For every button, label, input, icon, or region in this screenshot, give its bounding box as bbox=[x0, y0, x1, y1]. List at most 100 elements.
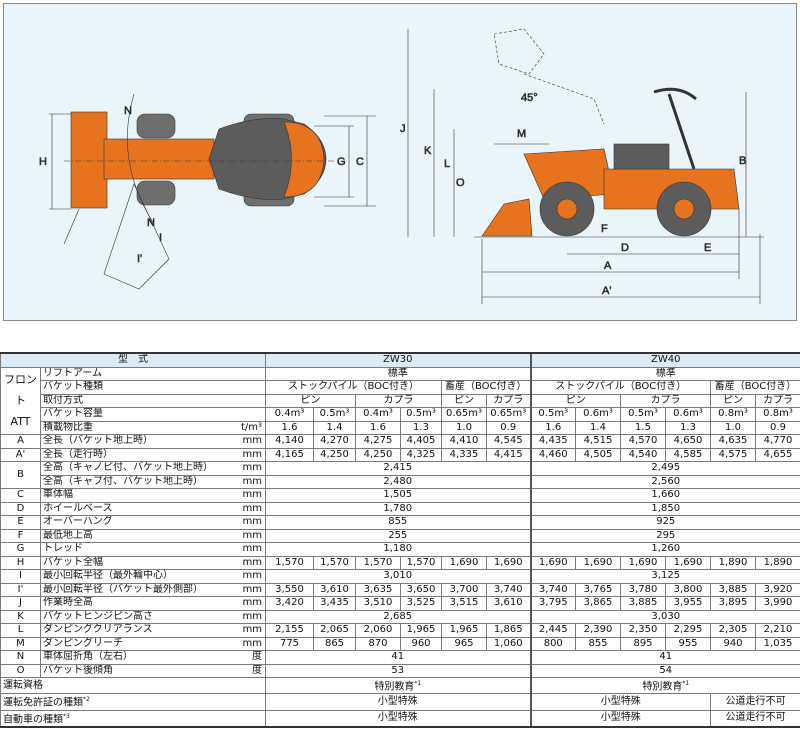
label-I: I bbox=[159, 232, 162, 244]
value-cell: カプラ bbox=[486, 393, 531, 408]
value-text: ピン bbox=[723, 394, 743, 406]
value-text: 4,325 bbox=[406, 448, 436, 460]
row-label-text: バケットヒンジピン高さ bbox=[43, 610, 153, 622]
value-cell: 4,585 bbox=[665, 447, 711, 462]
value-text: 940 bbox=[723, 637, 743, 649]
seat-area bbox=[613, 143, 670, 170]
value-text: 865 bbox=[324, 637, 345, 649]
row-label-text: トレッド bbox=[43, 543, 83, 555]
value-cell: 0.5m³ bbox=[400, 407, 442, 422]
row-label-text: リフトアーム bbox=[43, 367, 103, 379]
row-label: バケット後傾角度 bbox=[40, 663, 266, 678]
value-text: 4,250 bbox=[363, 448, 393, 460]
value-cell: 1,890 bbox=[755, 555, 800, 570]
value-text: 960 bbox=[411, 637, 431, 649]
value-text: カプラ bbox=[493, 394, 524, 406]
value-text: 小型特殊 bbox=[377, 695, 418, 707]
unit-text: mm bbox=[242, 516, 262, 527]
value-text: 特別教育 bbox=[642, 681, 683, 693]
value-text: 3,895 bbox=[718, 597, 748, 609]
row-label: バケット容量 bbox=[40, 407, 266, 422]
value-cell: 1,850 bbox=[529, 501, 800, 516]
value-cell: ピン bbox=[441, 393, 487, 408]
row-label-text: 作業時全高 bbox=[43, 597, 93, 609]
value-cell: 3,420 bbox=[265, 596, 314, 611]
value-text: 4,270 bbox=[320, 435, 349, 447]
unit-text: 度 bbox=[252, 664, 262, 676]
value-cell: 3,740 bbox=[529, 582, 576, 597]
row-label: 最小回転半径（バケット最外側部）mm bbox=[40, 582, 266, 597]
value-cell: 4,140 bbox=[265, 434, 314, 449]
value-cell: 925 bbox=[529, 515, 800, 530]
dimension-letter: A' bbox=[0, 447, 41, 462]
value-text: 標準 bbox=[387, 367, 408, 379]
value-text: 2,305 bbox=[718, 624, 748, 636]
label-M: M bbox=[517, 128, 526, 140]
label-G: G bbox=[337, 156, 346, 168]
value-text: 2,210 bbox=[763, 624, 793, 636]
value-text: 2,155 bbox=[275, 624, 304, 636]
value-cell: 4,570 bbox=[620, 434, 666, 449]
value-text: 4,545 bbox=[493, 435, 523, 447]
value-text: 1,690 bbox=[673, 556, 703, 568]
value-cell: 855 bbox=[575, 636, 621, 651]
row-label-text: 積載物比重 bbox=[43, 421, 93, 433]
value-cell: 4,250 bbox=[313, 447, 356, 462]
value-cell: 3,885 bbox=[710, 582, 756, 597]
value-text: 3,550 bbox=[275, 583, 304, 595]
value-cell: 2,390 bbox=[575, 623, 621, 638]
value-text: 855 bbox=[588, 637, 608, 649]
dimension-letter: E bbox=[0, 515, 41, 530]
value-text: 1,660 bbox=[651, 489, 681, 501]
value-cell: 3,510 bbox=[355, 596, 401, 611]
dimension-letter: A bbox=[0, 434, 41, 449]
value-cell: 4,435 bbox=[529, 434, 576, 449]
dimension-letter: F bbox=[0, 528, 41, 543]
value-text: 畜産（BOC付き） bbox=[444, 381, 527, 393]
value-text: 1,850 bbox=[651, 502, 681, 514]
dimension-letter: J bbox=[0, 596, 41, 611]
value-text: 3,125 bbox=[651, 570, 681, 582]
row-label: バケット種類 bbox=[40, 380, 266, 395]
row-label-text: ホイールベース bbox=[43, 502, 113, 514]
value-text: 2,350 bbox=[628, 624, 658, 636]
value-text: 3,010 bbox=[383, 570, 413, 582]
value-cell: 1.3 bbox=[665, 420, 711, 435]
footnote-mark: *2 bbox=[83, 696, 90, 704]
unit-text: 度 bbox=[252, 651, 262, 662]
value-text: 4,165 bbox=[275, 448, 304, 460]
value-text: 2,560 bbox=[651, 475, 681, 487]
value-cell: 3,955 bbox=[665, 596, 711, 611]
value-cell: ピン bbox=[529, 393, 621, 408]
side-view-loader: J K L M O 45° B F D E A A' bbox=[400, 28, 764, 304]
value-cell: 1.4 bbox=[575, 420, 621, 435]
value-cell: 1,660 bbox=[529, 488, 800, 503]
row-label-text: 車体屈折角（左右） bbox=[43, 651, 133, 663]
unit-text: mm bbox=[242, 448, 262, 460]
value-cell: 3,125 bbox=[529, 569, 800, 584]
value-text: 4,275 bbox=[363, 435, 393, 447]
value-text: 3,700 bbox=[449, 583, 479, 595]
value-cell: 2,210 bbox=[755, 623, 800, 638]
value-cell: 1,570 bbox=[265, 555, 314, 570]
value-text: 895 bbox=[633, 637, 653, 649]
value-cell: 0.9 bbox=[486, 420, 531, 435]
value-cell: 1,690 bbox=[620, 555, 666, 570]
value-text: ピン bbox=[565, 394, 586, 406]
value-text: 3,435 bbox=[320, 597, 349, 609]
value-text: 775 bbox=[279, 637, 300, 649]
value-text: 1,965 bbox=[449, 624, 479, 636]
label-L: L bbox=[444, 158, 450, 170]
row-label-text: 最小回転半径（バケット最外側部） bbox=[43, 583, 203, 595]
model-zw40: ZW40 bbox=[529, 352, 800, 368]
row-label: 車体屈折角（左右） 度 bbox=[40, 650, 266, 665]
value-text: 800 bbox=[543, 637, 563, 649]
